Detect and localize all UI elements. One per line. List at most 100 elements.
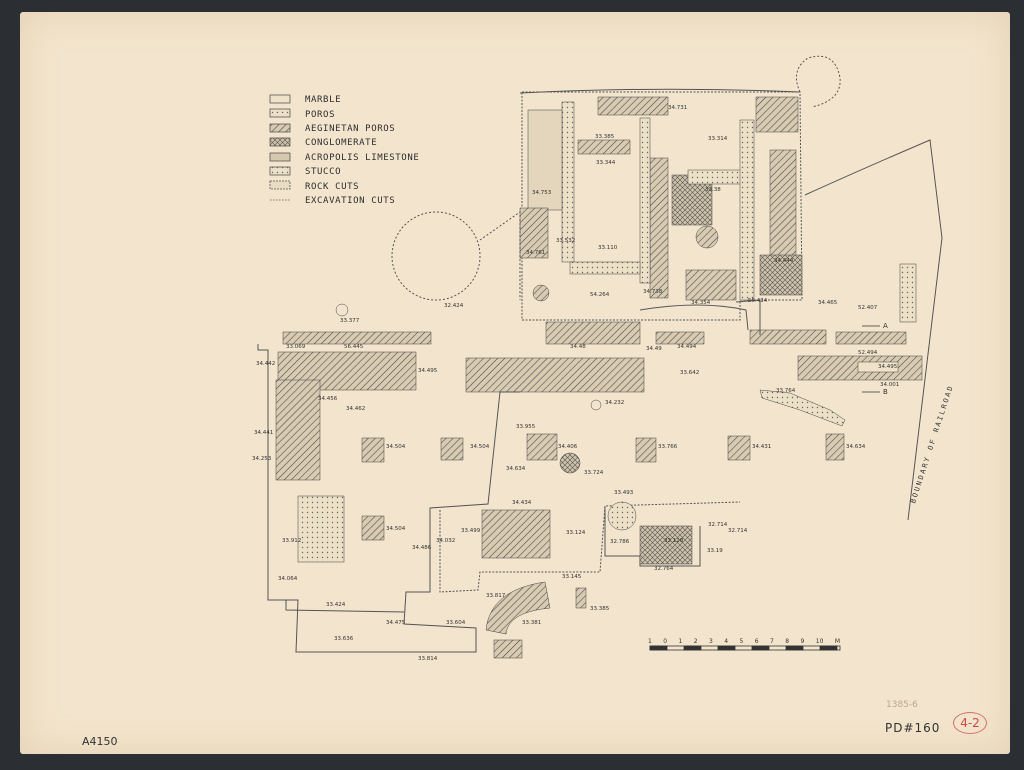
- elevation-label: 34.48: [570, 344, 586, 350]
- elevation-label: 33.604: [446, 620, 466, 626]
- elevation-label: 34.504: [470, 444, 490, 450]
- southern-blocks: [297, 303, 845, 659]
- elevation-label: 33.385: [590, 606, 610, 612]
- scale-tick-label: 1: [648, 638, 652, 645]
- elevation-label: 34.49: [646, 346, 662, 352]
- elevation-label: 33.764: [776, 388, 796, 394]
- elevation-label: 34.064: [278, 576, 298, 582]
- elevation-label: 34.634: [846, 444, 866, 450]
- legend-item-poros: POROS: [270, 107, 419, 121]
- elevation-label: 33.377: [340, 318, 360, 324]
- elevation-label: 52.407: [858, 305, 878, 311]
- elevation-label: 32.714: [728, 528, 748, 534]
- elevation-label: 33.385: [595, 134, 615, 140]
- elevation-label: 34.441: [254, 430, 274, 436]
- legend-item-aeginetan-poros: AEGINETAN POROS: [270, 122, 419, 136]
- elevation-label: 33.381: [522, 620, 542, 626]
- elevation-label: 34.475: [386, 620, 406, 626]
- legend-label: STUCCO: [305, 167, 342, 178]
- scale-tick-label: 6: [754, 638, 759, 645]
- elevation-label: 55.434: [748, 298, 768, 304]
- legend-label: MARBLE: [305, 95, 342, 106]
- elevation-label: 34.738: [643, 289, 663, 295]
- material-legend: MARBLE POROS AEGINETAN POROS CONGLOMERAT…: [270, 93, 419, 208]
- legend-label: POROS: [305, 109, 336, 120]
- elevation-label: 34.462: [346, 406, 366, 412]
- elevation-label: 33.817: [486, 593, 506, 599]
- scale-tick-label: 0: [663, 638, 668, 645]
- elevation-label: 34.465: [818, 300, 838, 306]
- elevation-label: 32.786: [610, 539, 630, 545]
- elevation-label: 34.761: [526, 250, 546, 256]
- scale-tick-label: 3: [709, 638, 713, 645]
- elevation-label: 34.444: [774, 258, 794, 264]
- elevation-label: 33.814: [418, 656, 438, 662]
- elevation-label: 34.504: [386, 444, 406, 450]
- legend-swatches: [269, 94, 291, 201]
- elevation-label: 33.124: [566, 530, 586, 536]
- legend-label: AEGINETAN POROS: [305, 123, 396, 134]
- circular-structure: [391, 211, 521, 301]
- scale-tick-label: 5: [739, 638, 744, 645]
- elevation-label: 34.232: [605, 400, 625, 406]
- elevation-label: 34.354: [691, 300, 711, 306]
- scale-tick-label: 10: [815, 638, 824, 645]
- elevation-label: 34.253: [252, 456, 272, 462]
- elevation-label: 33.19: [707, 548, 723, 554]
- elevation-label: 33.128: [664, 538, 684, 544]
- elevation-label: 34.456: [318, 396, 338, 402]
- elevation-label: 34.001: [880, 382, 900, 388]
- southern-courtyard-outline: [257, 299, 761, 653]
- pd-number: PD#160: [885, 721, 941, 735]
- elevation-label: 34.634: [506, 466, 526, 472]
- section-label-b: B: [883, 388, 888, 396]
- scale-unit-label: M: [834, 638, 840, 645]
- elevation-label: 34.753: [532, 190, 552, 196]
- catalog-number: A4150: [82, 735, 118, 748]
- sheet-id-stamp: 4-2: [953, 712, 987, 734]
- scale-tick-label: 9: [800, 638, 805, 645]
- legend-item-marble: MARBLE: [270, 93, 419, 107]
- legend-item-rock-cuts: ROCK CUTS: [270, 179, 419, 193]
- legend-label: ROCK CUTS: [305, 181, 360, 192]
- elevation-label: 33.912: [282, 538, 302, 544]
- scale-tick-label: 4: [724, 638, 729, 645]
- elevation-label: 34.032: [436, 538, 456, 544]
- elevation-label: 34.406: [558, 444, 578, 450]
- legend-item-conglomerate: CONGLOMERATE: [270, 136, 419, 150]
- elevation-label: 52.494: [858, 350, 878, 356]
- elevation-label: 33.636: [334, 636, 354, 642]
- elevation-label: 33.110: [598, 245, 618, 251]
- elevation-label: 54.264: [590, 292, 610, 298]
- elevation-label: 32.714: [708, 522, 728, 528]
- elevation-label: 32.764: [654, 566, 674, 572]
- elevation-label: 33.766: [658, 444, 678, 450]
- elevation-label: 33.344: [596, 160, 616, 166]
- elevation-label: 33.424: [326, 602, 346, 608]
- elevation-label: 34.442: [256, 361, 276, 367]
- elevation-label: 34.431: [752, 444, 772, 450]
- elevation-label: 34.434: [512, 500, 532, 506]
- elevation-label: 34.495: [878, 364, 898, 370]
- elevation-label: 33.493: [614, 490, 634, 496]
- elevation-label: 33.955: [516, 424, 536, 430]
- elevation-label: 34.731: [668, 105, 688, 111]
- central-walls: [275, 263, 923, 481]
- elevation-label: 34.504: [386, 526, 406, 532]
- elevation-label: 33.38: [705, 187, 721, 193]
- elevation-label: 33.314: [708, 136, 728, 142]
- scale-tick-label: 7: [770, 638, 774, 645]
- elevation-label: 33.145: [562, 574, 582, 580]
- legend-item-stucco: STUCCO: [270, 165, 419, 179]
- section-markers: [862, 325, 880, 393]
- legend-label: CONGLOMERATE: [305, 138, 378, 149]
- legend-label: ACROPOLIS LIMESTONE: [305, 152, 420, 163]
- elevation-label: 32.424: [444, 303, 464, 309]
- elevation-label: 33.642: [680, 370, 700, 376]
- north-building-outline: [519, 55, 943, 521]
- scale-tick-label: 2: [693, 638, 698, 645]
- legend-item-acropolis-limestone: ACROPOLIS LIMESTONE: [270, 151, 419, 165]
- elevation-label: 33.532: [556, 238, 576, 244]
